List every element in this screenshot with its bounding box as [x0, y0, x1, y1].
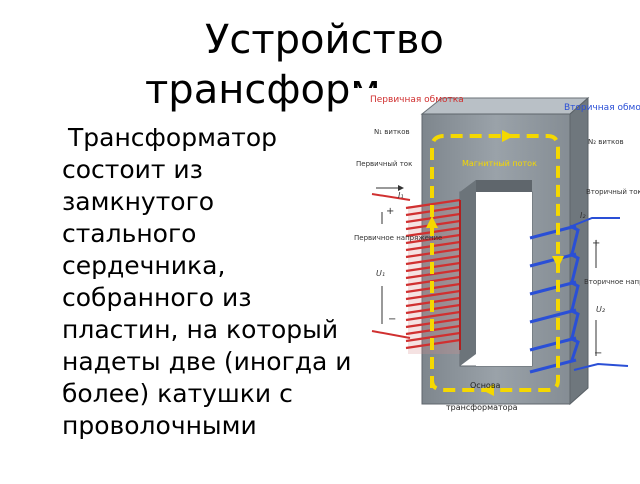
core-label-1: Основа: [470, 381, 501, 390]
flux-arrow-bottom: [482, 384, 494, 396]
secondary-current-label: Вторичный ток: [586, 188, 640, 196]
title-line-2: трансформ: [145, 67, 381, 113]
flux-arrow-top: [502, 130, 514, 142]
transformer-diagram: Первичная обмотка N₁ витков Вторичная об…: [352, 88, 640, 480]
primary-turns-label: N₁ витков: [374, 128, 410, 136]
u1-label: U₁: [376, 269, 385, 278]
primary-minus-label: −: [388, 314, 396, 325]
primary-coil: [371, 193, 461, 354]
primary-winding-label: Первичная обмотка: [370, 95, 464, 105]
i2-label: I₂: [580, 211, 586, 220]
core-window: [476, 192, 532, 366]
magnetic-flux-label: Магнитный поток: [462, 159, 537, 168]
core-window-depth: [460, 180, 532, 192]
body-paragraph: Трансформатор состоит из замкнутого стал…: [62, 123, 352, 440]
u2-label: U₂: [596, 305, 606, 314]
core-window-depth-left: [460, 180, 476, 366]
primary-current-arrowhead: [398, 185, 404, 191]
primary-lead-top: [371, 193, 411, 201]
primary-voltage-label: Первичное напряжение: [354, 234, 442, 242]
secondary-lead-top: [571, 217, 620, 227]
secondary-lead-bottom: [573, 362, 629, 371]
secondary-coil: [529, 217, 629, 374]
transformer-svg: Первичная обмотка N₁ витков Вторичная об…: [354, 95, 640, 412]
flux-arrow-left: [426, 216, 438, 228]
primary-lead-bottom: [371, 330, 411, 339]
secondary-voltage-label: Вторичное напряжение: [584, 278, 640, 286]
core-label-2: трансформатора: [446, 403, 518, 412]
flux-arrow-right: [552, 256, 564, 268]
magnetic-flux-path: [430, 134, 560, 392]
title-line-1: Устройство: [205, 17, 444, 63]
secondary-plus-label: +: [592, 238, 600, 249]
secondary-turns-label: N₂ витков: [588, 138, 624, 146]
secondary-minus-label: −: [594, 348, 602, 359]
primary-plus-label: +: [386, 206, 394, 217]
slide-body-text: Трансформатор состоит из замкнутого стал…: [62, 122, 352, 442]
slide-title: Устройство трансформ: [0, 16, 640, 116]
primary-current-label: Первичный ток: [356, 160, 412, 168]
secondary-winding-label: Вторичная обмотка: [564, 103, 640, 113]
i1-label: I₁: [398, 191, 404, 200]
